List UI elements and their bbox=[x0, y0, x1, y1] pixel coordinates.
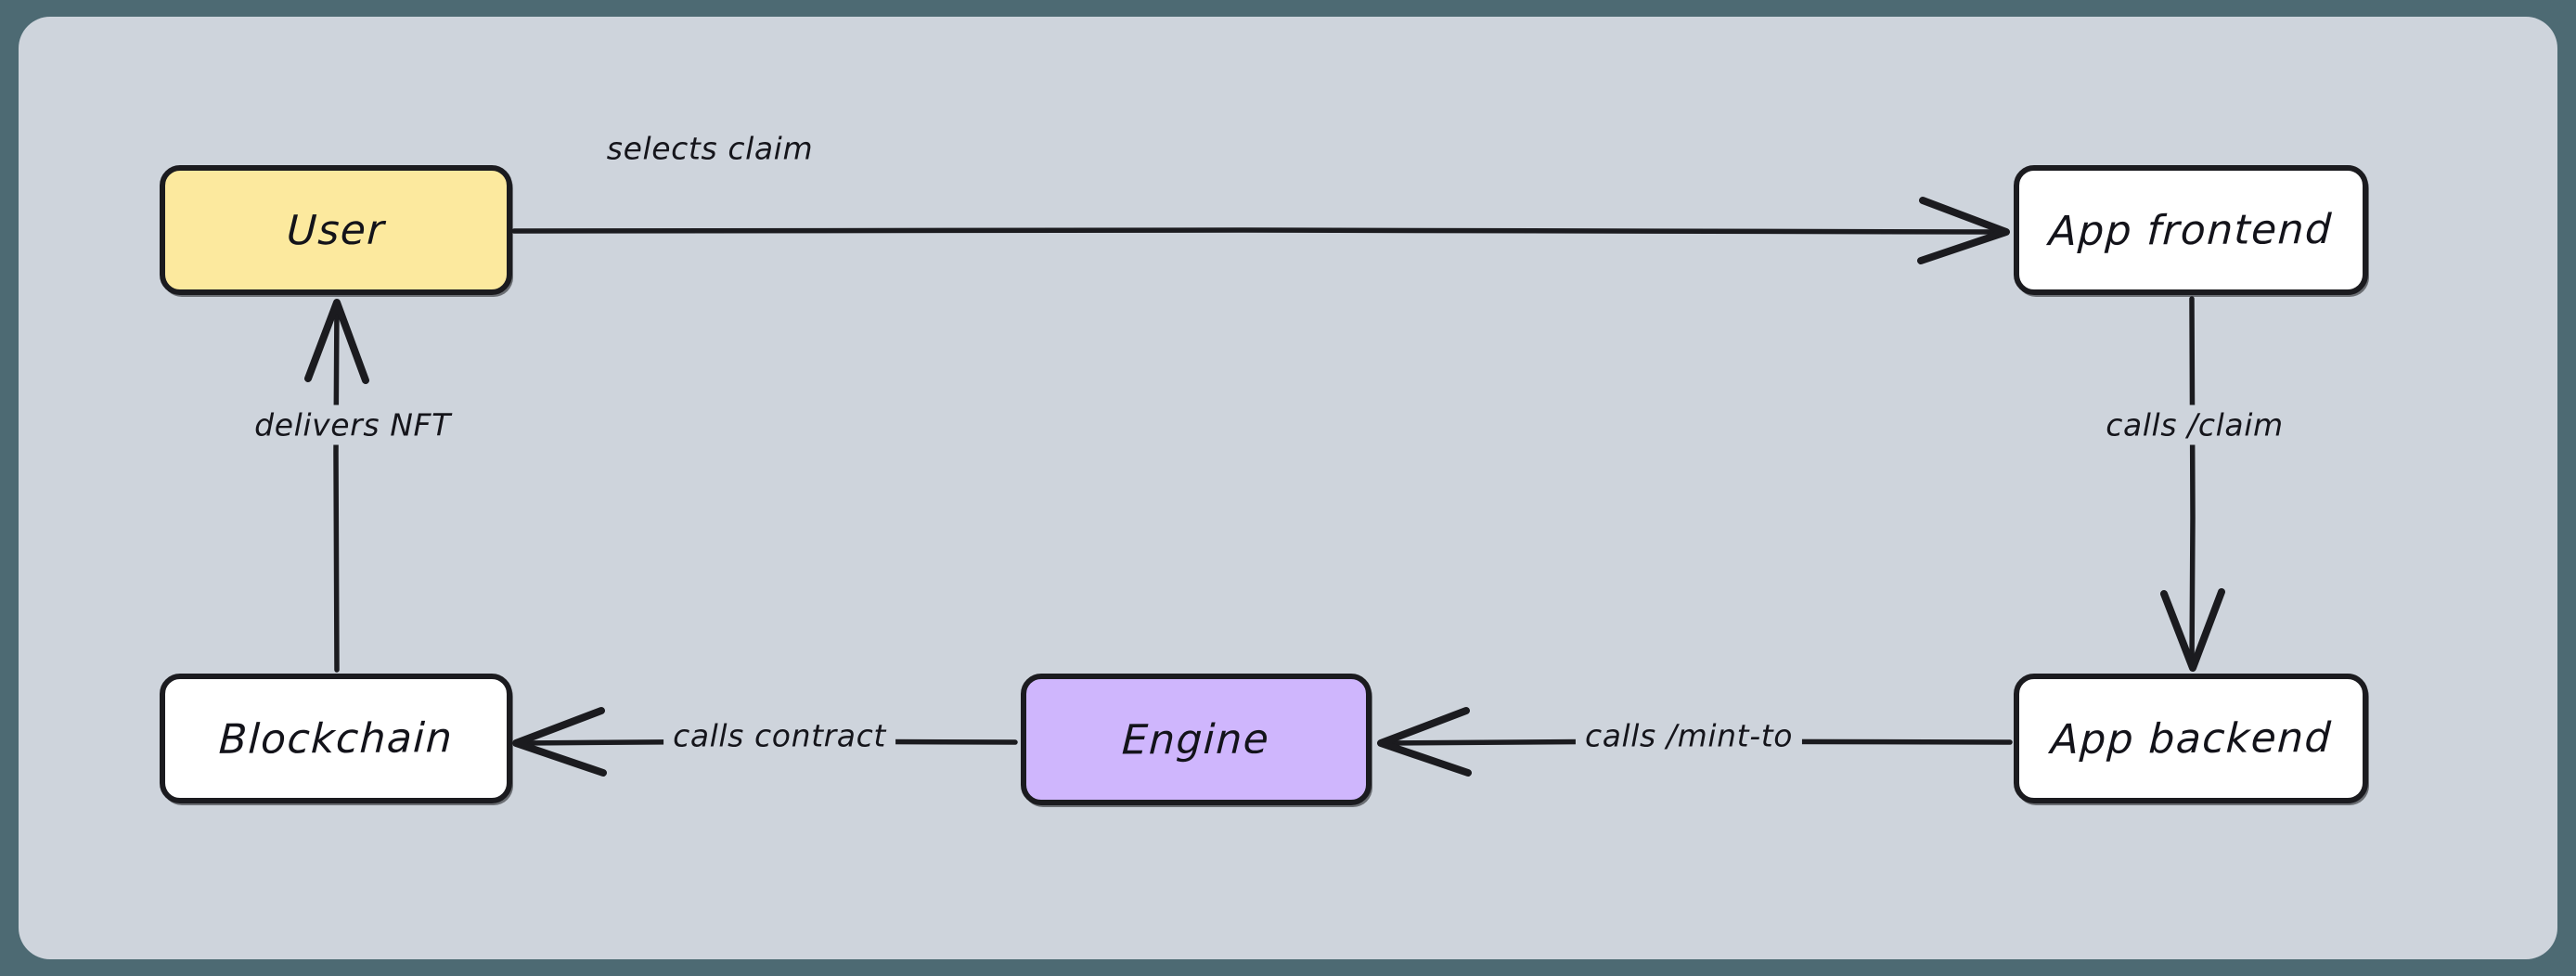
node-app-frontend[interactable]: App frontend bbox=[2014, 165, 2368, 295]
edge-blockchain-user bbox=[304, 299, 369, 673]
edge-label-delivers-nft: delivers NFT bbox=[245, 405, 460, 445]
node-user-label: User bbox=[285, 206, 387, 254]
edge-user-frontend bbox=[511, 197, 2010, 264]
node-user[interactable]: User bbox=[160, 165, 512, 295]
edge-label-selects-claim: selects claim bbox=[597, 128, 823, 169]
node-engine[interactable]: Engine bbox=[1021, 674, 1372, 805]
node-app-backend-label: App backend bbox=[2049, 713, 2333, 764]
edge-label-calls-contract: calls contract bbox=[663, 715, 895, 756]
diagram-canvas: User App frontend Blockchain Engine App … bbox=[19, 17, 2557, 959]
edge-label-calls-claim: calls /claim bbox=[2096, 405, 2293, 445]
edge-layer bbox=[304, 197, 2225, 777]
node-blockchain[interactable]: Blockchain bbox=[160, 674, 512, 803]
edge-label-calls-mint-to: calls /mint-to bbox=[1575, 715, 1803, 756]
node-app-backend[interactable]: App backend bbox=[2014, 674, 2368, 803]
edge-frontend-backend bbox=[2160, 296, 2225, 672]
node-engine-label: Engine bbox=[1121, 714, 1271, 764]
node-app-frontend-label: App frontend bbox=[2048, 205, 2334, 255]
flow-diagram: User App frontend Blockchain Engine App … bbox=[19, 17, 2557, 959]
node-blockchain-label: Blockchain bbox=[217, 713, 455, 764]
